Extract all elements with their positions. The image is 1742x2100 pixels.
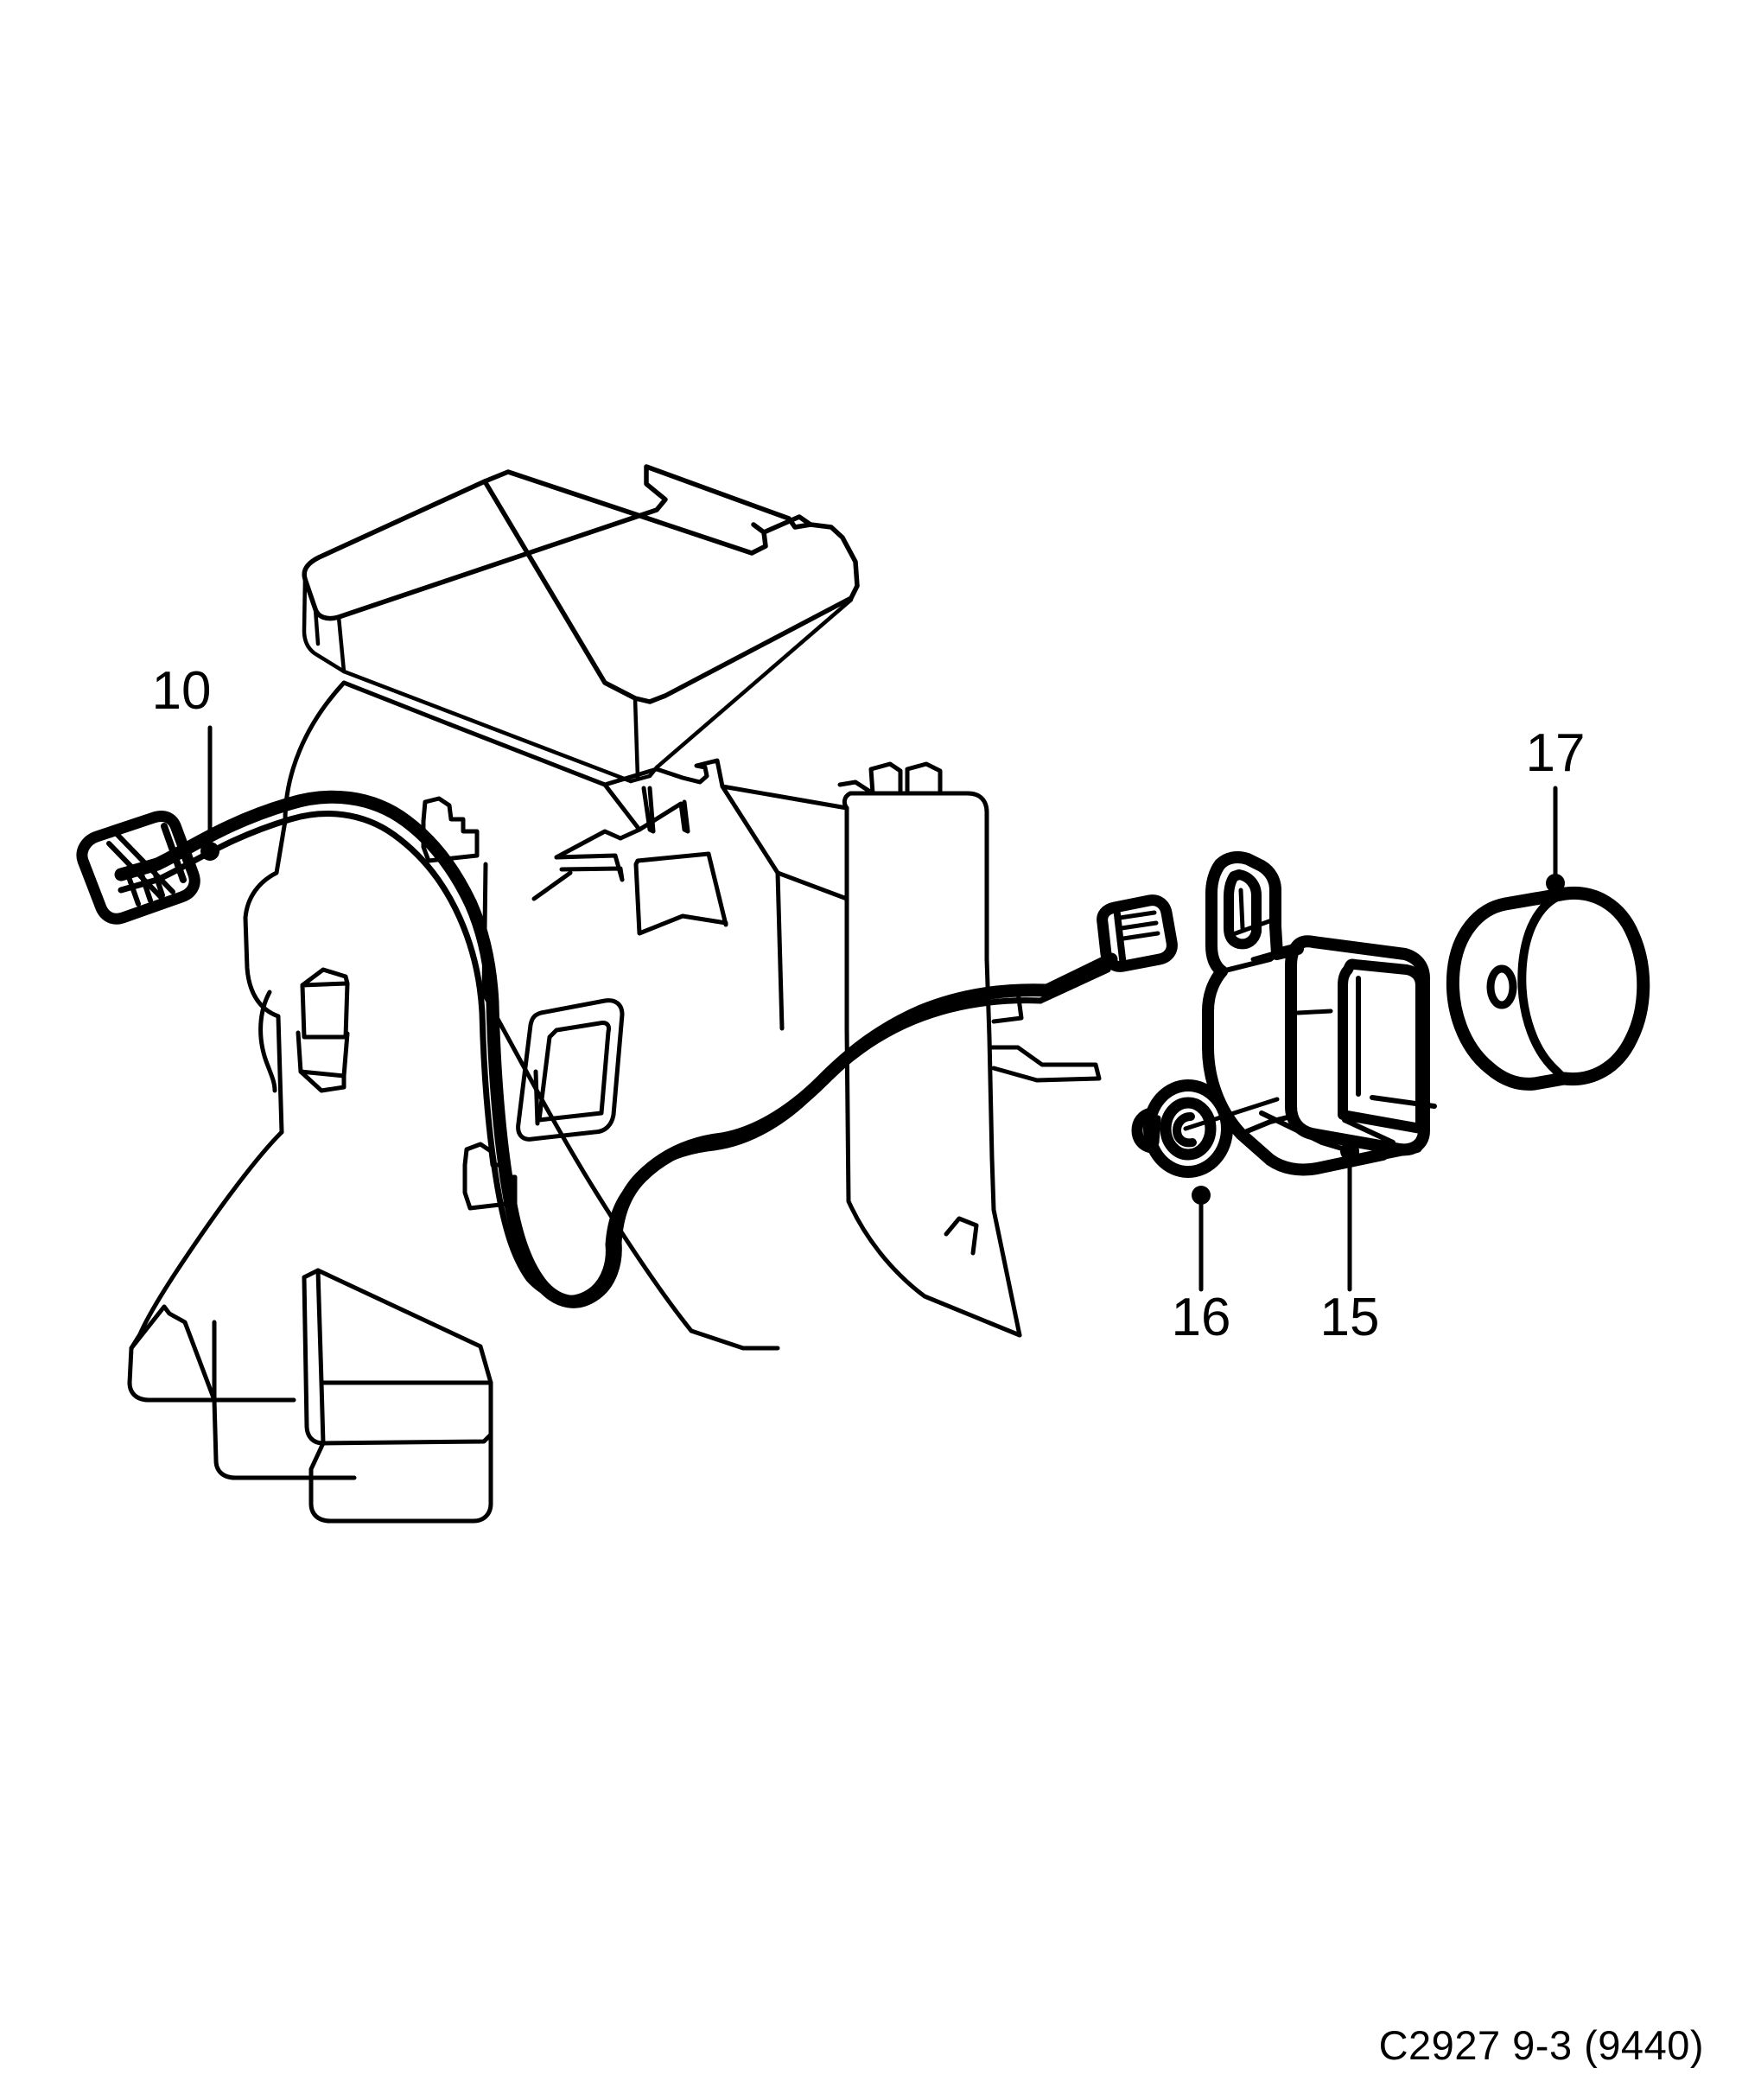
callout-leaders	[200, 725, 1565, 1292]
callout-label-10: 10	[152, 661, 212, 721]
callout-label-17: 17	[1526, 723, 1586, 783]
hvac-right-box	[837, 761, 1102, 1338]
wiring-harness	[114, 790, 1118, 1308]
hvac-upper-facets	[720, 784, 849, 1031]
hvac-lower-duct-right	[302, 1268, 493, 1524]
hvac-top-cover	[302, 464, 860, 704]
hvac-center-section	[341, 680, 780, 1351]
hvac-left-louvers	[258, 967, 350, 1093]
diagram-footer-code: C2927 9-3 (9440)	[1378, 2022, 1704, 2068]
blower-motor	[1446, 886, 1650, 1091]
callout-label-16: 16	[1172, 1288, 1231, 1347]
callout-dot-16	[1192, 1186, 1211, 1205]
callout-dot-17	[1546, 874, 1565, 893]
hvac-bracket-details	[531, 758, 849, 936]
harness-connector-right	[1097, 894, 1178, 972]
hvac-cover-band	[302, 575, 854, 784]
callout-dot-10	[200, 842, 219, 861]
grommet-seal	[1131, 1079, 1280, 1178]
hvac-center-louver	[516, 998, 625, 1142]
air-duct-outlet	[1202, 851, 1437, 1176]
callout-label-15: 15	[1320, 1288, 1380, 1347]
callout-dot-15	[1340, 1142, 1359, 1161]
harness-clip-upper	[421, 796, 480, 863]
harness-connector-left	[76, 811, 200, 925]
